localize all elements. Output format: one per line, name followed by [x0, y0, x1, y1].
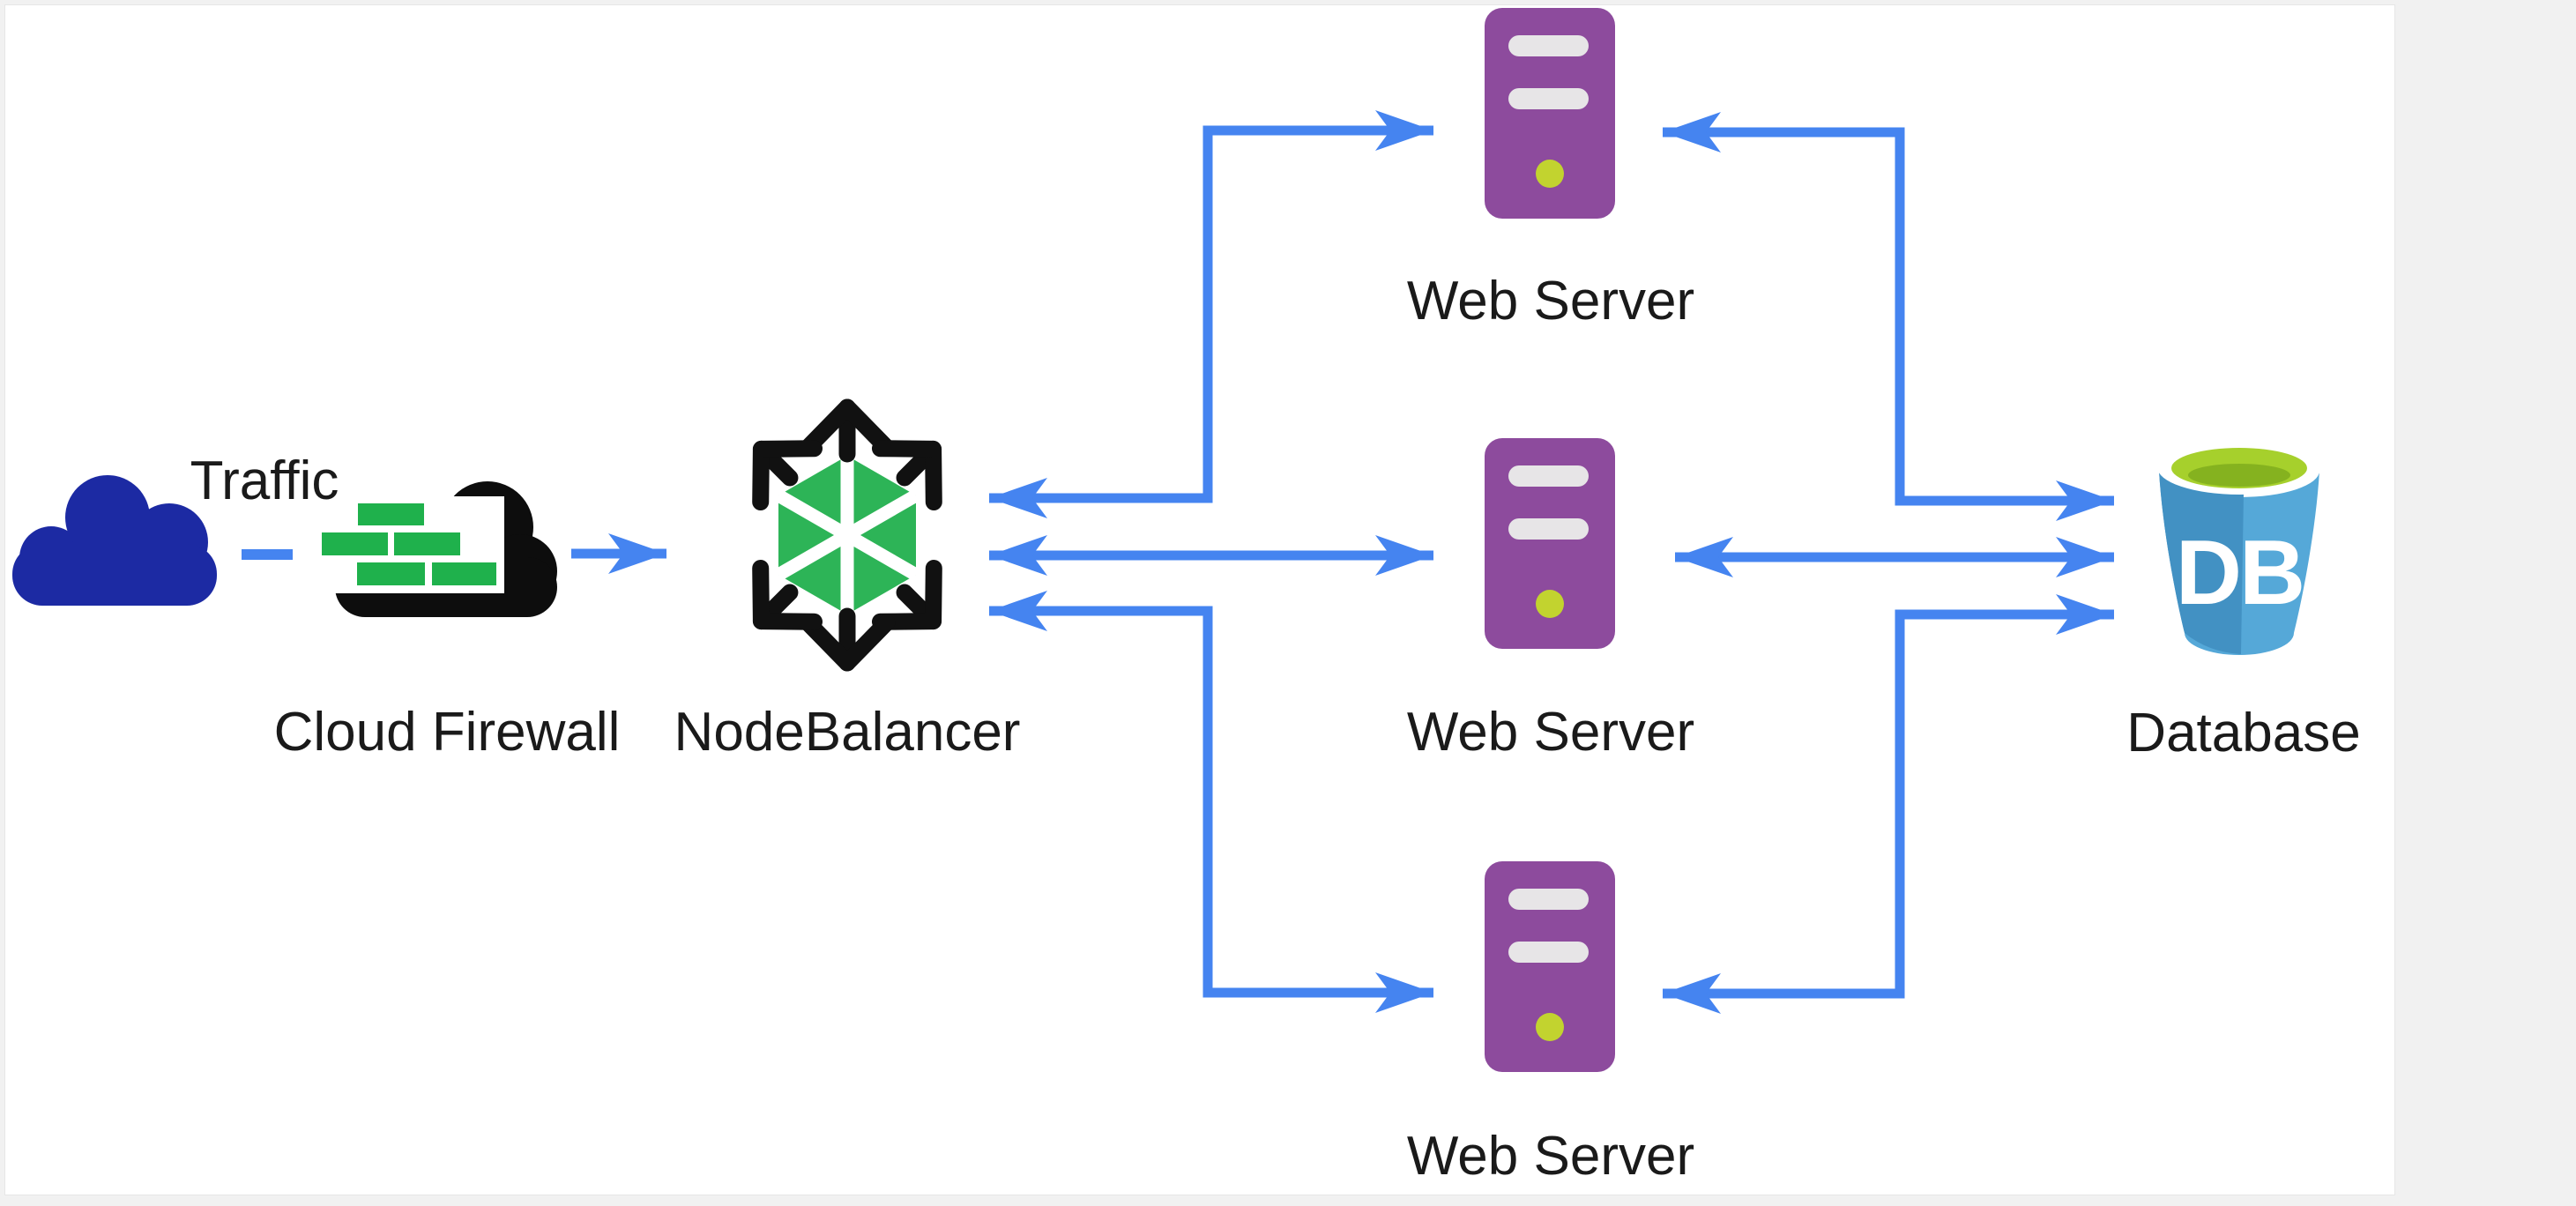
nodebalancer-label: NodeBalancer [674, 701, 1021, 763]
nodebalancer-icon [752, 398, 942, 672]
web-server-bottom-label: Web Server [1406, 1125, 1695, 1187]
web-server-middle-label: Web Server [1406, 701, 1695, 763]
cloud-firewall-label: Cloud Firewall [273, 701, 621, 763]
edge-nodebalancer-webserver-1 [989, 110, 1433, 518]
firewall-bricks [322, 503, 496, 585]
cloud-firewall-icon [317, 481, 557, 617]
db-badge-text: DB [2176, 522, 2303, 624]
web-server-icon [1485, 8, 1615, 219]
web-server-icon [1485, 861, 1615, 1072]
traffic-cloud-icon [12, 475, 217, 606]
database-icon: DB [2157, 440, 2321, 655]
traffic-label: Traffic [190, 450, 339, 511]
database-label: Database [2126, 702, 2361, 763]
web-server-icon [1485, 438, 1615, 649]
edge-nodebalancer-webserver-3 [989, 591, 1433, 1013]
edge-webserver-1-database [1663, 112, 2114, 521]
web-server-top-label: Web Server [1406, 270, 1695, 331]
edge-webserver-3-database [1663, 594, 2114, 1014]
